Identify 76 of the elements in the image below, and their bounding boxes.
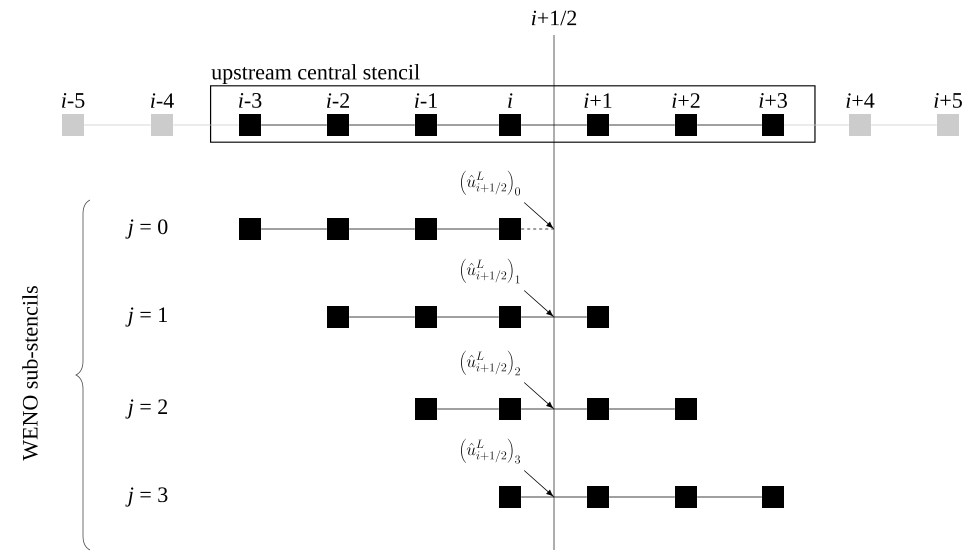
grid-square [587,114,609,136]
index-label: i+3 [759,93,787,108]
flux-formula: $\left(\hat{u}^{L}_{i+1/2}\right)_{3}$ [461,438,520,464]
connector-line [436,316,500,318]
connector-line [348,316,416,318]
grid-square [937,114,959,136]
leader-arrow [524,202,554,228]
row-label: j = 1 [125,307,167,327]
index-label: i+2 [672,93,700,108]
connector-line [784,124,850,126]
grid-square [327,306,349,328]
grid-square [675,398,697,420]
row-label: j = 3 [125,487,168,507]
interface-label: i+1/2 [532,10,576,26]
row-label: j = 2 [125,399,168,419]
grid-square [587,486,609,508]
flux-formula: $\left(\hat{u}^{L}_{i+1/2}\right)_{0}$ [461,170,520,196]
grid-square [415,306,437,328]
grid-square [499,306,521,328]
grid-square [239,114,261,136]
grid-square [762,114,784,136]
grid-square [327,218,349,240]
connector-line [608,124,676,126]
grid-square [499,398,521,420]
grid-square [415,398,437,420]
connector-line [348,228,416,230]
grid-square [499,218,521,240]
index-label: i+1 [584,93,612,108]
grid-square [415,218,437,240]
connector-line [520,228,554,230]
connector-line [260,228,328,230]
connector-line [870,124,938,126]
connector-line [436,124,500,126]
grid-square [415,114,437,136]
leader-arrow [524,382,554,408]
index-label: i+5 [934,93,962,108]
grid-square [849,114,871,136]
grid-square [587,306,609,328]
index-label: i-2 [327,93,349,108]
connector-line [696,124,762,126]
leader-arrow [524,470,554,496]
connector-line [696,496,762,498]
grid-square [587,398,609,420]
flux-formula: $\left(\hat{u}^{L}_{i+1/2}\right)_{2}$ [461,350,520,376]
flux-formula: $\left(\hat{u}^{L}_{i+1/2}\right)_{1}$ [461,258,520,284]
grid-square [675,114,697,136]
grid-square [762,486,784,508]
grid-square [499,114,521,136]
connector-line [520,496,588,498]
connector-line [436,408,500,410]
index-label: i-3 [239,93,262,108]
connector-line [520,316,588,318]
index-label: i-5 [62,93,84,108]
index-label: i-4 [151,93,174,108]
connector-line [608,496,676,498]
leader-arrow [524,290,554,316]
connector-line [84,124,152,126]
grid-square [327,114,349,136]
grid-square [62,114,84,136]
connector-line [436,228,500,230]
connector-line [520,124,588,126]
index-label: i+4 [846,93,874,108]
connector-line [520,408,588,410]
connector-line [172,124,240,126]
connector-line [260,124,328,126]
index-label: i-1 [415,93,437,108]
grid-square [675,486,697,508]
index-label: i [508,93,512,108]
row-label: j = 0 [125,219,168,239]
group-label: WENO sub-stencils [22,286,38,461]
grid-square [239,218,261,240]
grid-square [499,486,521,508]
grid-square [151,114,173,136]
connector-line [348,124,416,126]
node-label: upstream central stencil [211,64,420,84]
connector-line [608,408,676,410]
